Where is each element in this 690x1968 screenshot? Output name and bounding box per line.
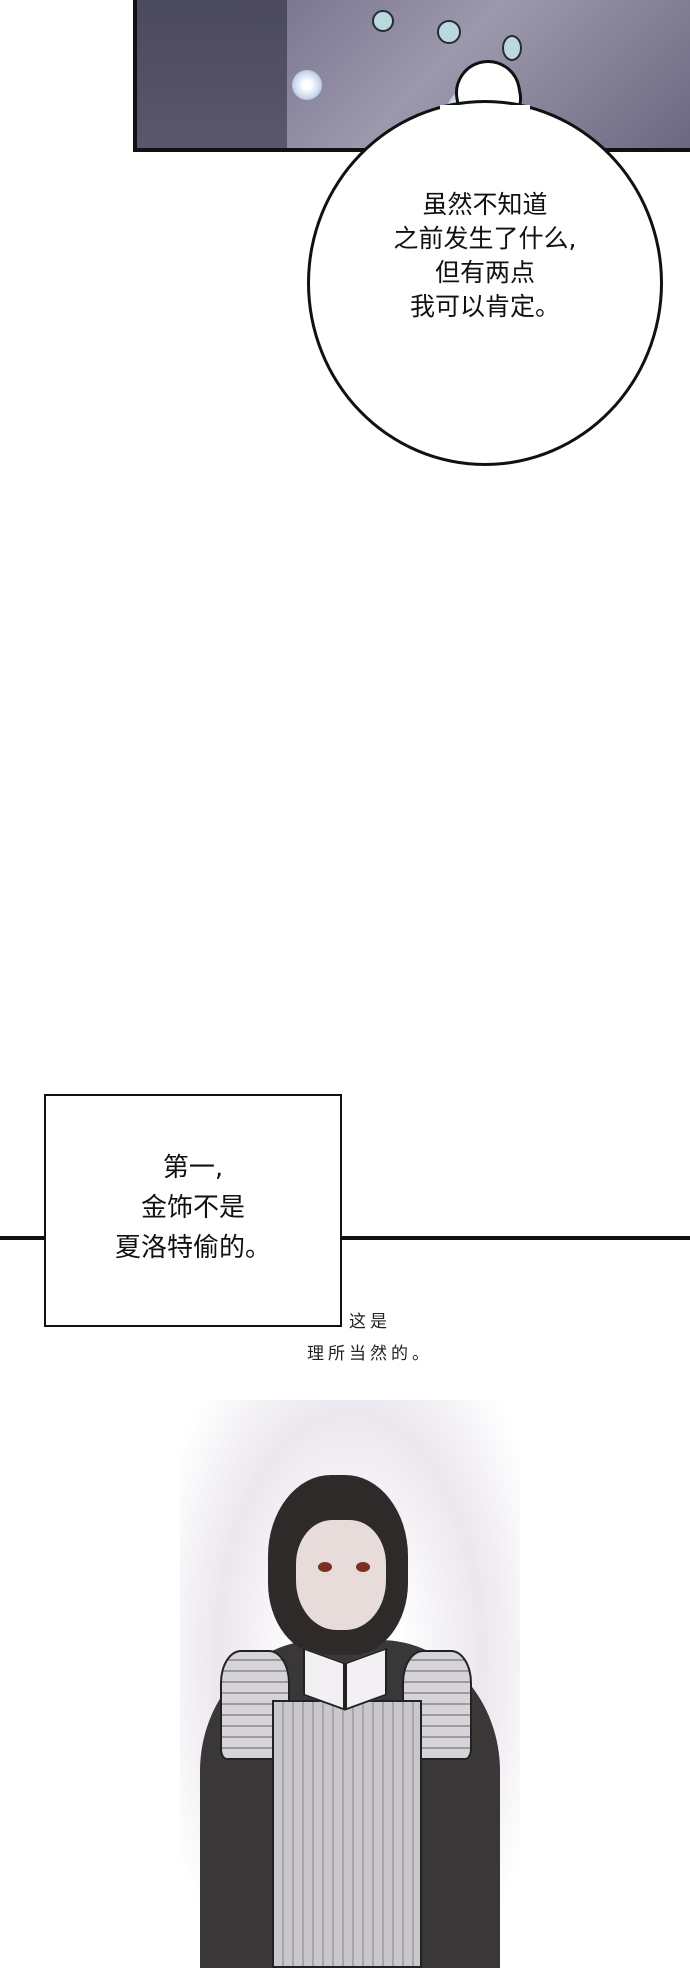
speech-bubble-text: 虽然不知道 之前发生了什么, 但有两点 我可以肯定。: [393, 190, 577, 321]
panel-divider-line: [0, 1236, 690, 1240]
necklace-bead: [372, 10, 394, 32]
necklace-bead: [437, 20, 461, 44]
maid-apron: [272, 1700, 422, 1968]
panel-wall-shadow: [137, 0, 287, 148]
necklace-bead: [502, 35, 522, 61]
narration-text: 第一, 金饰不是 夏洛特偷的。: [114, 1153, 271, 1263]
maid-face: [296, 1520, 386, 1630]
speech-bubble-joint: [440, 105, 530, 135]
flower-ornament: [292, 70, 322, 100]
speech-bubble: [307, 100, 663, 466]
handwritten-aside: 这是 理所当然的。: [307, 1312, 433, 1364]
maid-eye-left: [318, 1562, 332, 1572]
narration-box: [44, 1094, 342, 1327]
maid-eye-right: [356, 1562, 370, 1572]
